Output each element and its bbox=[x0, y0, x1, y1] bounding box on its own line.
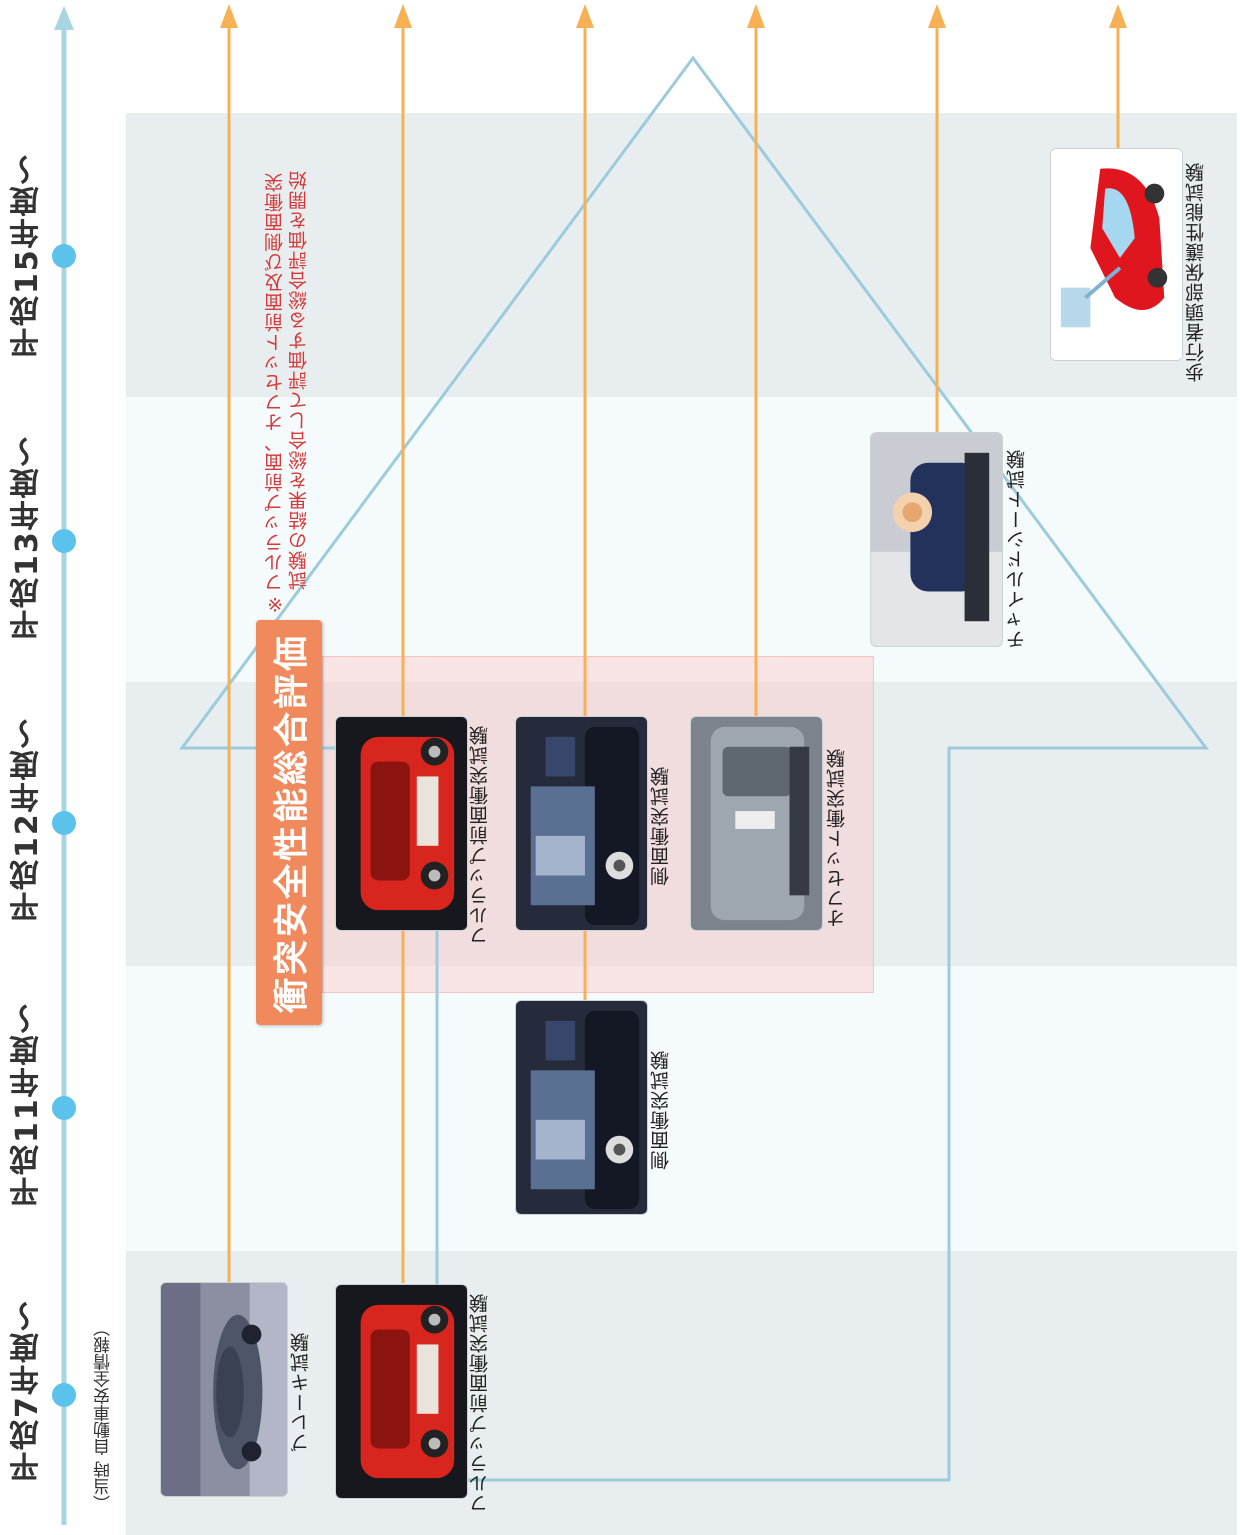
era-note-h7: （当時 自動車安全情報） bbox=[94, 1319, 114, 1512]
era-label-h12: 平成12年度〜 bbox=[10, 716, 45, 922]
era-band-h7 bbox=[126, 1251, 1237, 1535]
era-dot-h11 bbox=[52, 1096, 76, 1120]
era-label-h7: 平成7年度〜 bbox=[10, 1299, 45, 1482]
brake-test-photo bbox=[160, 1282, 288, 1497]
side-impact-test-label-h12: 側面衝突試験 bbox=[650, 766, 672, 886]
child-seat-test-photo bbox=[870, 432, 1003, 647]
side-impact-test-photo-h11 bbox=[515, 1000, 648, 1215]
full-lap-test-label-h7: フルラップ前面衝突試験 bbox=[469, 1293, 491, 1513]
pedestrian-test-photo bbox=[1050, 148, 1183, 361]
era-label-h11: 平成11年度〜 bbox=[10, 1001, 45, 1207]
side-impact-test-photo-h12 bbox=[515, 716, 648, 931]
pedestrian-test-label: 歩行者頭部保護性能試験 bbox=[1185, 162, 1207, 382]
offset-test-photo bbox=[690, 716, 823, 931]
era-dot-h15 bbox=[52, 244, 76, 268]
arrowhead-full-lap bbox=[394, 4, 412, 28]
child-seat-test-label: チャイルドシート試験 bbox=[1006, 449, 1028, 649]
arrowhead-pedestrian bbox=[1109, 4, 1127, 28]
arrowhead-brake bbox=[220, 4, 238, 28]
side-impact-test-label-h11: 側面衝突試験 bbox=[650, 1050, 672, 1170]
full-lap-test-photo-h7 bbox=[335, 1284, 468, 1499]
era-dot-h7 bbox=[52, 1383, 76, 1407]
offset-test-label: オフセット衝突試験 bbox=[826, 748, 848, 928]
evaluation-note-line1: ※フルラップ前面、オフセット前面及び側面衝突 bbox=[264, 172, 286, 615]
brake-test-label: ブレーキ試験 bbox=[290, 1332, 312, 1452]
arrowhead-offset bbox=[747, 4, 765, 28]
evaluation-note-line2: 試験の結果を総合して評価する総合評価を開始 bbox=[288, 170, 310, 590]
full-lap-test-label-h12: フルラップ前面衝突試験 bbox=[469, 725, 491, 945]
arrowhead-child-seat bbox=[928, 4, 946, 28]
full-lap-test-photo-h12 bbox=[335, 716, 468, 931]
era-dot-h12 bbox=[52, 811, 76, 835]
timeline-arrowhead bbox=[54, 6, 74, 30]
evaluation-title: 衝突安全性能総合評価 bbox=[272, 632, 313, 1013]
era-label-h13: 平成13年度〜 bbox=[10, 434, 45, 640]
arrowhead-side bbox=[576, 4, 594, 28]
era-label-h15: 平成15年度〜 bbox=[10, 152, 45, 358]
evaluation-title-box: 衝突安全性能総合評価 bbox=[256, 620, 322, 1025]
era-dot-h13 bbox=[52, 529, 76, 553]
